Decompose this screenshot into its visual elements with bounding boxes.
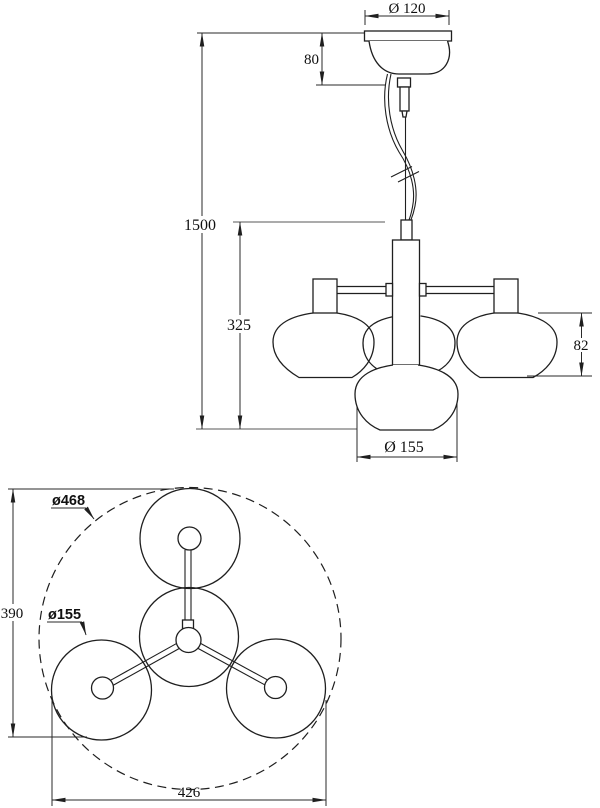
socket-left — [312, 278, 338, 314]
dim-text-shade-diameter: Ø 155 — [384, 439, 424, 456]
shade-circle-bottom-right — [225, 638, 327, 739]
shade-circle-top — [139, 487, 241, 590]
arm-bottom-left-edge-2 — [113, 648, 180, 686]
break-mark-1 — [390, 166, 413, 178]
socket-circle-bottom-left — [90, 676, 115, 700]
hub-circle — [175, 626, 202, 654]
cord-grip-cap — [396, 77, 412, 88]
ceiling-canopy-dome — [368, 40, 451, 75]
socket-right — [493, 278, 519, 314]
ceiling-canopy-plate — [363, 30, 453, 42]
overall-diameter-circle — [38, 486, 342, 791]
arm-bottom-left-edge-1 — [110, 643, 177, 681]
arm-collar-right — [418, 282, 427, 297]
cord-grip-tip — [401, 110, 408, 118]
stem-connector — [400, 219, 413, 241]
shade-left — [272, 312, 375, 379]
shade-circle-center — [138, 586, 240, 688]
dim-text-canopy-diameter: Ø 120 — [388, 1, 425, 17]
dim-text-body-height: 325 — [227, 317, 251, 334]
cord-grip-body — [399, 86, 410, 112]
front-view: Ø 120 80 1500 325 82 Ø 155 — [184, 1, 592, 462]
label-shade-leader — [79, 621, 87, 636]
suspension-cable-strand-1 — [384, 73, 415, 222]
dim-text-canopy-drop: 80 — [304, 52, 319, 68]
dim-text-shade-height: 82 — [574, 338, 589, 354]
arm-bottom-right-edge-2 — [197, 648, 265, 686]
suspension-cable-strand-2 — [387, 73, 417, 222]
socket-circle-top — [177, 526, 202, 551]
arm-bottom-right-edge-1 — [200, 643, 268, 681]
shade-right — [456, 312, 558, 379]
shade-circle-bottom-left — [50, 639, 153, 741]
label-overall-leader — [84, 506, 95, 520]
shade-front-center — [354, 364, 459, 431]
center-column — [391, 239, 421, 366]
label-overall-diameter: ø468 — [52, 493, 85, 509]
dim-text-depth: 390 — [1, 606, 24, 622]
dim-text-overall-drop: 1500 — [184, 217, 216, 234]
arm-collar-left — [385, 282, 394, 297]
dim-text-width: 426 — [178, 785, 201, 801]
label-shade-diameter: ø155 — [48, 607, 81, 623]
break-mark-2 — [397, 171, 420, 183]
socket-circle-bottom-right — [263, 675, 288, 700]
top-view: 390 426 ø468 ø155 — [1, 486, 342, 806]
